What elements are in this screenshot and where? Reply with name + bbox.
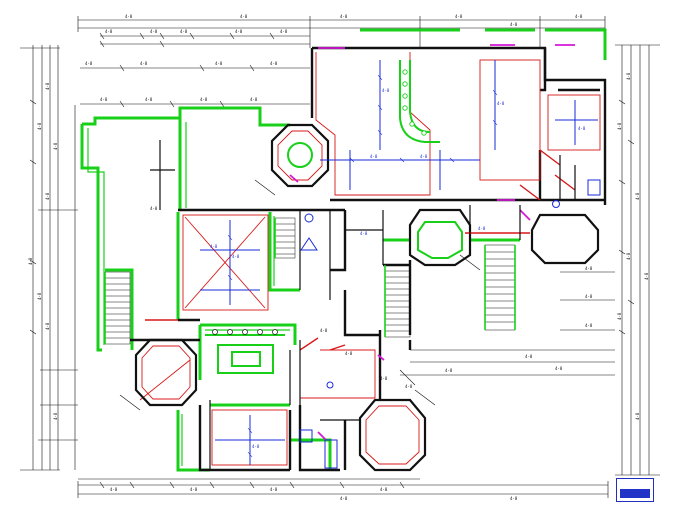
svg-text:4-8: 4-8 (617, 122, 622, 130)
dimension-ticks (29, 32, 635, 489)
vertical-dimension-text: 4-8 4-8 4-8 4-8 4-8 4-8 4-8 4-8 4-8 4-8 … (28, 72, 649, 420)
svg-text:4-8: 4-8 (320, 328, 328, 333)
svg-text:4-8: 4-8 (53, 412, 58, 420)
svg-text:4-8: 4-8 (190, 487, 198, 492)
svg-text:4-8: 4-8 (635, 412, 640, 420)
kitchen-island (205, 334, 285, 374)
svg-text:4-8: 4-8 (382, 88, 390, 93)
svg-text:4-8: 4-8 (85, 61, 93, 66)
svg-text:4-8: 4-8 (125, 14, 133, 19)
dimension-text: 4-8 4-8 4-8 4-8 4-8 4-8 4-8 4-8 4-8 4-8 … (85, 14, 593, 501)
svg-text:4-8: 4-8 (100, 97, 108, 102)
svg-text:4-8: 4-8 (626, 252, 631, 260)
svg-text:4-8: 4-8 (525, 354, 533, 359)
dimension-lines (20, 16, 660, 498)
svg-text:4-8: 4-8 (455, 14, 463, 19)
red-lines (145, 149, 576, 351)
octagon-inner-green (287, 142, 463, 259)
svg-text:4-8: 4-8 (53, 142, 58, 150)
svg-text:4-8: 4-8 (45, 82, 50, 90)
svg-text:4-8: 4-8 (575, 14, 583, 19)
svg-text:4-8: 4-8 (478, 226, 486, 231)
svg-text:4-8: 4-8 (635, 192, 640, 200)
staircases (104, 217, 516, 345)
svg-text:4-8: 4-8 (232, 254, 240, 259)
svg-text:4-8: 4-8 (626, 72, 631, 80)
svg-text:4-8: 4-8 (215, 61, 223, 66)
stair-green-rails (104, 218, 516, 344)
octagon-towers (134, 123, 600, 472)
svg-text:4-8: 4-8 (270, 61, 278, 66)
svg-text:4-8: 4-8 (510, 22, 518, 27)
svg-text:4-8: 4-8 (150, 29, 158, 34)
title-block-label (619, 480, 651, 488)
svg-text:4-8: 4-8 (37, 292, 42, 300)
magenta-marks (289, 44, 575, 441)
svg-text:4-8: 4-8 (252, 444, 260, 449)
svg-text:4-8: 4-8 (445, 368, 453, 373)
svg-text:4-8: 4-8 (37, 122, 42, 130)
green-walls-inner (87, 122, 290, 466)
svg-text:4-8: 4-8 (380, 487, 388, 492)
title-block-fill (620, 489, 650, 498)
bar-counter (399, 60, 440, 143)
room-outlines (139, 52, 601, 466)
svg-text:4-8: 4-8 (370, 154, 378, 159)
blue-dimension-text: 4-8 4-8 4-8 4-8 4-8 4-8 4-8 4-8 4-8 4-8 (210, 88, 586, 449)
svg-text:4-8: 4-8 (405, 384, 413, 389)
svg-text:4-8: 4-8 (578, 126, 586, 131)
octagon-inner-red (141, 130, 420, 465)
svg-text:4-8: 4-8 (360, 231, 368, 236)
svg-text:4-8: 4-8 (210, 244, 218, 249)
bar-stools (402, 69, 427, 136)
green-walls (80, 28, 607, 472)
title-block-logo (616, 478, 654, 502)
blue-dim-marks (227, 74, 498, 458)
svg-text:4-8: 4-8 (240, 14, 248, 19)
svg-text:4-8: 4-8 (235, 29, 243, 34)
svg-text:4-8: 4-8 (585, 266, 593, 271)
svg-text:4-8: 4-8 (180, 29, 188, 34)
svg-text:4-8: 4-8 (497, 101, 505, 106)
svg-text:4-8: 4-8 (250, 97, 258, 102)
kitchen-fixtures (212, 329, 278, 335)
svg-text:4-8: 4-8 (280, 29, 288, 34)
svg-text:4-8: 4-8 (644, 272, 649, 280)
svg-text:4-8: 4-8 (555, 366, 563, 371)
svg-text:4-8: 4-8 (380, 376, 388, 381)
detail-marks (119, 179, 481, 411)
interior-partitions (150, 140, 576, 470)
svg-text:4-8: 4-8 (105, 29, 113, 34)
svg-text:4-8: 4-8 (585, 323, 593, 328)
svg-text:4-8: 4-8 (150, 206, 158, 211)
svg-text:4-8: 4-8 (45, 192, 50, 200)
blue-fixtures (200, 60, 601, 469)
svg-text:4-8: 4-8 (200, 97, 208, 102)
svg-text:4-8: 4-8 (420, 154, 428, 159)
svg-text:4-8: 4-8 (145, 97, 153, 102)
svg-text:4-8: 4-8 (45, 322, 50, 330)
svg-text:4-8: 4-8 (140, 61, 148, 66)
svg-text:4-8: 4-8 (340, 14, 348, 19)
black-walls (130, 46, 607, 472)
svg-text:4-8: 4-8 (617, 312, 622, 320)
svg-text:4-8: 4-8 (510, 496, 518, 501)
svg-text:4-8: 4-8 (585, 294, 593, 299)
svg-text:4-8: 4-8 (270, 487, 278, 492)
svg-text:4-8: 4-8 (110, 487, 118, 492)
svg-text:4-8: 4-8 (340, 496, 348, 501)
svg-text:4-8: 4-8 (28, 257, 33, 265)
svg-text:4-8: 4-8 (345, 351, 353, 356)
